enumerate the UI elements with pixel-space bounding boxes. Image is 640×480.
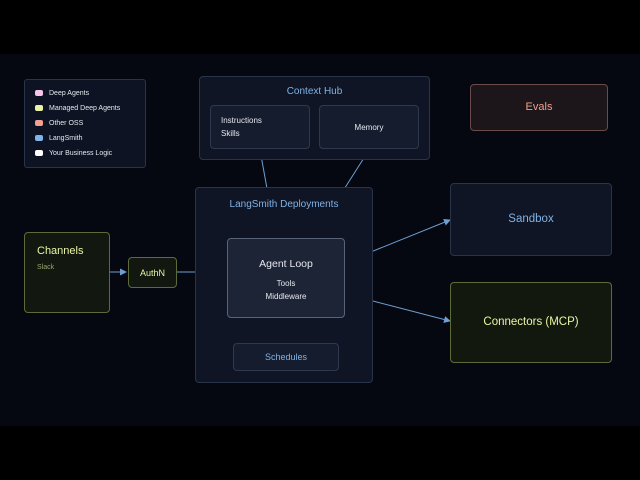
middleware-label: Middleware [265,292,307,301]
connectors-label: Connectors (MCP) [483,316,579,328]
instructions-skills-box: Instructions Skills [210,105,310,149]
skills-label: Skills [221,129,240,138]
instructions-label: Instructions [221,116,262,125]
legend-label: Deep Agents [49,89,90,97]
channels-subtitle: Slack [37,264,55,271]
schedules-box: Schedules [233,343,339,371]
authn-box: AuthN [128,257,177,288]
legend-swatch [35,120,43,126]
deployments-title: LangSmith Deployments [229,199,339,210]
evals-box: Evals [470,84,608,131]
legend-swatch [35,105,43,111]
context-hub: Context Hub Instructions Skills Memory [199,76,430,160]
sandbox-label: Sandbox [508,213,554,225]
diagram-canvas: Deep Agents Managed Deep Agents Other OS… [0,54,640,426]
agent-loop-title: Agent Loop [259,258,313,270]
evals-label: Evals [525,101,553,113]
legend-label: Your Business Logic [49,149,113,157]
memory-label: Memory [354,123,384,132]
legend-item: Deep Agents [35,88,89,98]
tools-label: Tools [276,279,296,288]
legend-item: Other OSS [35,118,83,128]
schedules-label: Schedules [264,352,308,362]
legend-label: Other OSS [49,119,84,127]
authn-label: AuthN [139,268,165,278]
legend-item: LangSmith [35,133,82,143]
legend-label: Managed Deep Agents [49,104,121,112]
memory-box: Memory [319,105,419,149]
legend-item: Your Business Logic [35,148,112,158]
context-hub-title: Context Hub [286,86,343,97]
sandbox-box: Sandbox [450,183,612,256]
legend-swatch [35,150,43,156]
channels-title: Channels [37,245,84,257]
connectors-box: Connectors (MCP) [450,282,612,363]
agent-loop: Agent Loop Tools Middleware [227,238,345,318]
legend: Deep Agents Managed Deep Agents Other OS… [24,79,146,168]
legend-label: LangSmith [49,134,83,142]
channels-box: Channels Slack [24,232,110,313]
legend-item: Managed Deep Agents [35,103,120,113]
legend-swatch [35,90,43,96]
legend-swatch [35,135,43,141]
